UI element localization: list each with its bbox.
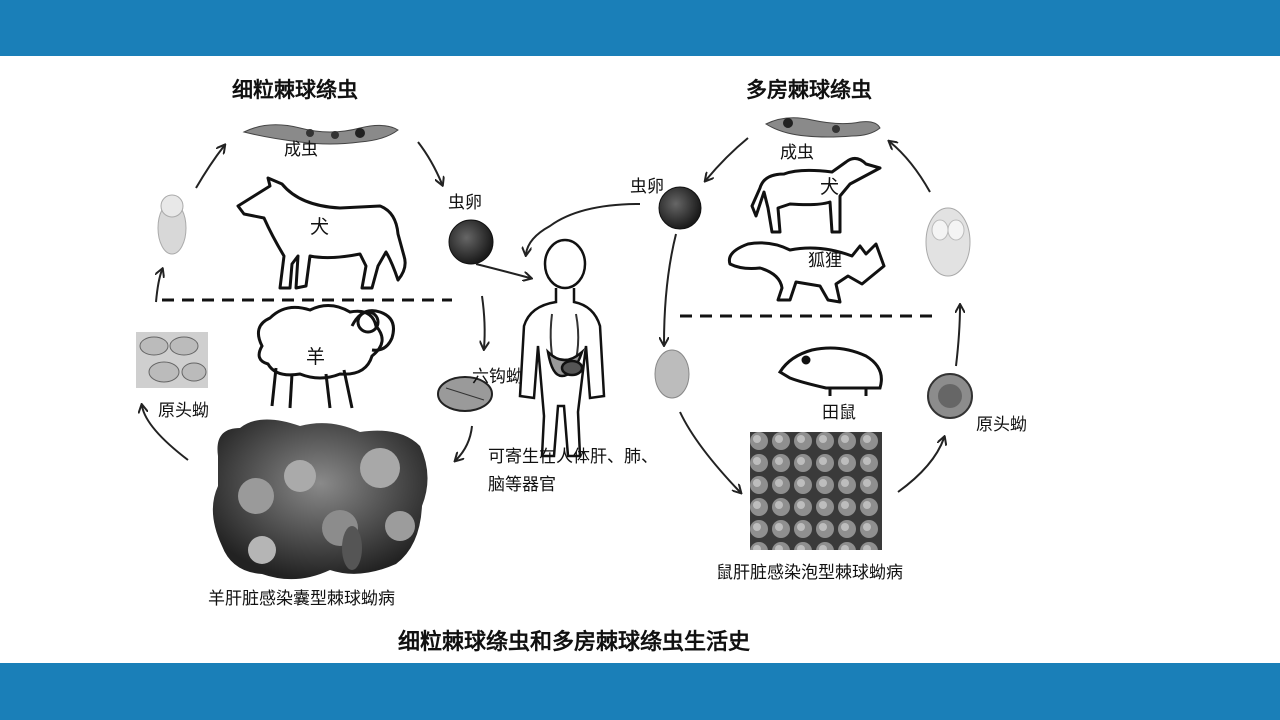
bottom-banner <box>0 663 1280 720</box>
figure-caption: 细粒棘球绦虫和多房棘球绦虫生活史 <box>398 630 751 655</box>
right-adult-worm <box>764 117 881 138</box>
fox-label: 狐狸 <box>808 251 842 271</box>
right-scolex-image <box>925 207 971 277</box>
right-title: 多房棘球绦虫 <box>746 78 872 102</box>
right-protoscolex-image <box>927 373 973 419</box>
left-egg-image <box>448 219 494 265</box>
sheep-label: 羊 <box>306 346 326 368</box>
vole-liver-image <box>750 432 882 550</box>
right-dog-label: 犬 <box>820 176 840 198</box>
human-caption-line2: 脑等器官 <box>488 475 556 495</box>
sheep-illustration <box>256 304 395 409</box>
human-body-illustration <box>518 238 606 458</box>
left-dog-label: 犬 <box>310 216 330 238</box>
right-egg-image <box>658 186 702 230</box>
left-scolex-image <box>157 194 187 255</box>
vole-illustration <box>777 346 883 396</box>
sheep-liver-caption: 羊肝脏感染囊型棘球蚴病 <box>208 589 395 609</box>
right-egg-label: 虫卵 <box>630 177 664 197</box>
right-adult-label: 成虫 <box>780 143 814 163</box>
right-oncosphere-image <box>654 349 690 399</box>
left-adult-label: 成虫 <box>284 140 318 160</box>
human-caption-line1: 可寄生在人体肝、肺、 <box>488 447 658 467</box>
vole-label: 田鼠 <box>822 403 856 423</box>
left-protoscolex-label: 原头蚴 <box>158 401 209 421</box>
left-title: 细粒棘球绦虫 <box>232 78 358 102</box>
left-protoscolex-image <box>136 332 208 388</box>
left-egg-label: 虫卵 <box>448 193 482 213</box>
fox-illustration <box>727 241 886 304</box>
top-banner <box>0 0 1280 56</box>
left-dog-illustration <box>236 176 407 290</box>
life-cycle-diagram: 细粒棘球绦虫 成虫 犬 虫卵 六钩蚴 羊 原头蚴 羊肝脏感染囊型棘球蚴病 可寄生… <box>0 56 1280 663</box>
right-protoscolex-label: 原头蚴 <box>976 415 1027 435</box>
right-dog-illustration <box>750 157 882 234</box>
sheep-liver-image <box>212 419 428 580</box>
oncosphere-label: 六钩蚴 <box>472 367 523 387</box>
left-adult-worm <box>242 124 399 145</box>
vole-liver-caption: 鼠肝脏感染泡型棘球蚴病 <box>716 563 903 583</box>
